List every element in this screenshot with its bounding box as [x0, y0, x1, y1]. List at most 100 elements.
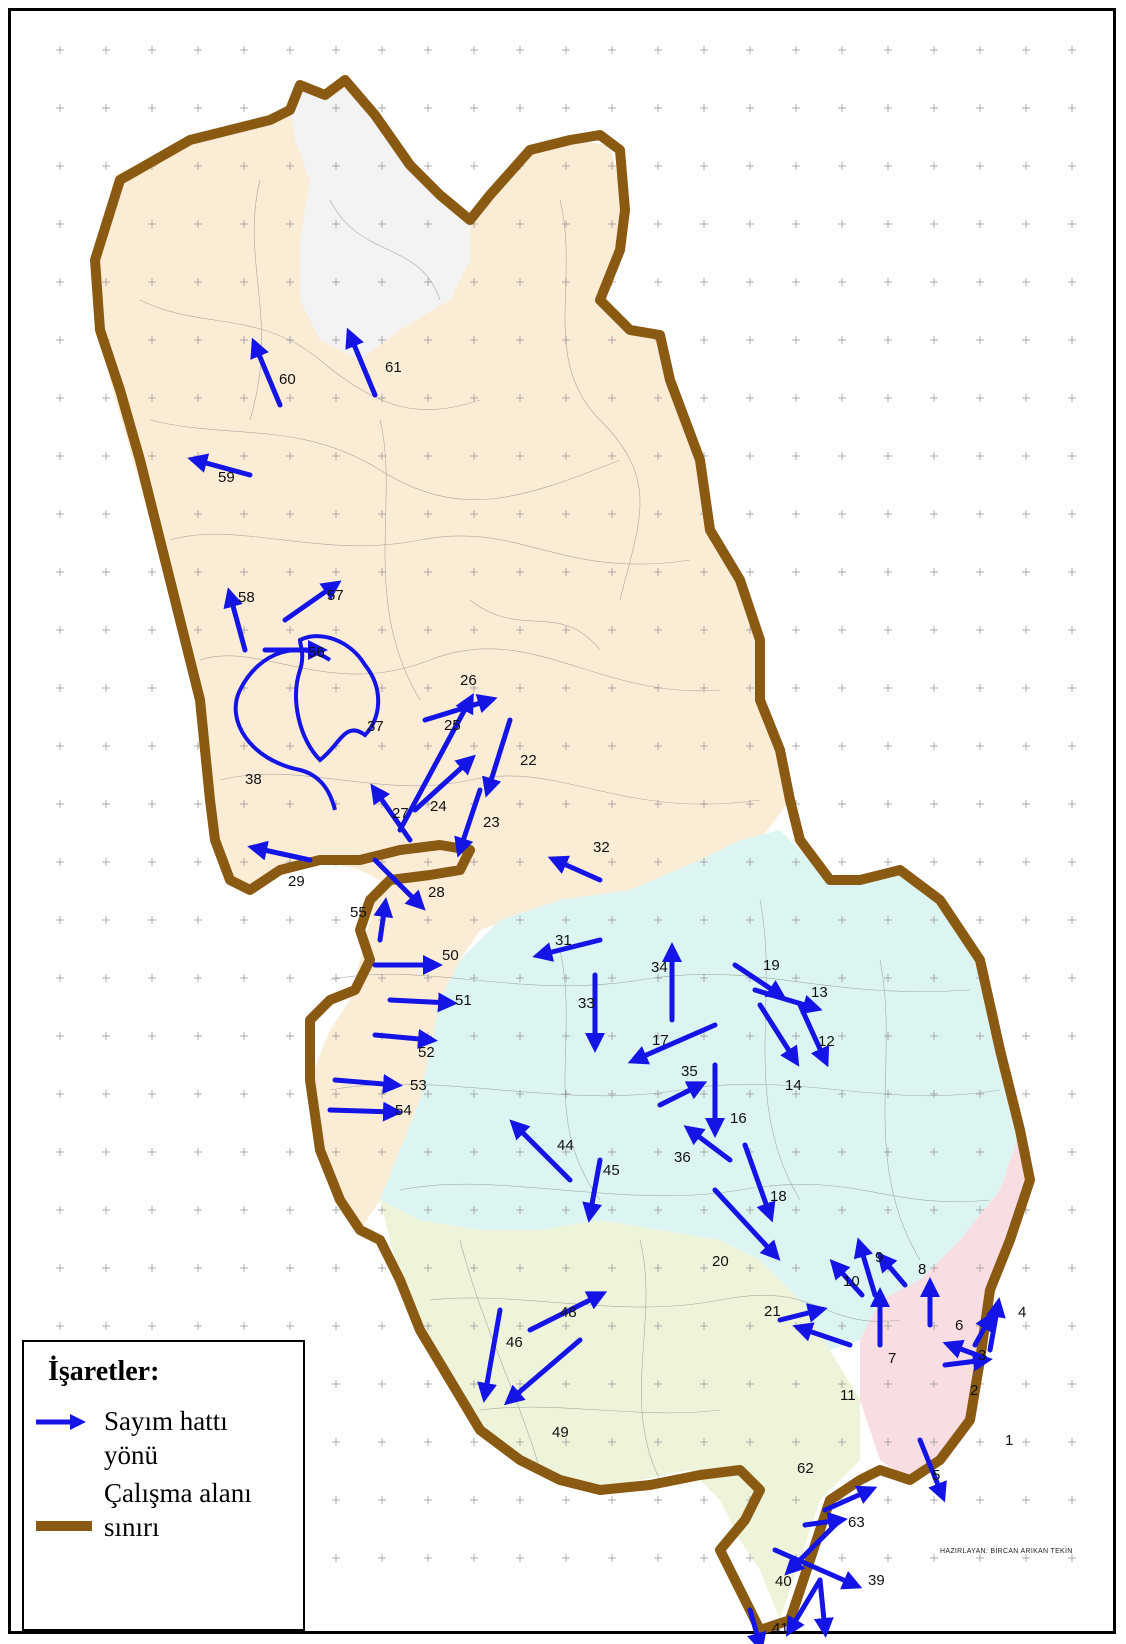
transect-loop-38	[233, 648, 337, 811]
transect-label: 37	[367, 718, 384, 735]
transect-label: 51	[455, 992, 472, 1009]
transect-arrow	[187, 453, 253, 478]
transect-arrow	[627, 1022, 718, 1065]
transect-label: 23	[483, 814, 500, 831]
transect-label: 22	[520, 752, 537, 769]
transect-arrow	[829, 1259, 865, 1298]
transect-label: 35	[681, 1063, 698, 1080]
transect-label: 19	[763, 957, 780, 974]
transect-arrow	[422, 693, 498, 723]
legend-label-transect-line1: Sayım hattı	[104, 1406, 228, 1436]
transect-label: 36	[674, 1149, 691, 1166]
transect-label: 29	[288, 873, 305, 890]
transect-arrow	[373, 897, 394, 943]
transect-label: 53	[410, 1077, 427, 1094]
transect-label: 8	[918, 1261, 926, 1278]
transect-arrow	[345, 327, 378, 398]
transect-arrow	[986, 1297, 1006, 1353]
zone-pink	[860, 1130, 1030, 1480]
transect-arrow	[223, 587, 248, 653]
transect-arrow	[657, 1081, 708, 1108]
author-credit: HAZIRLAYAN: BİRCAN ARIKAN TEKİN	[940, 1548, 1073, 1555]
transect-label: 49	[552, 1424, 569, 1441]
transect-arrow	[372, 857, 426, 911]
transect-arrow	[942, 1339, 988, 1361]
transect-arrow	[683, 1125, 733, 1163]
transect-label: 17	[652, 1032, 669, 1049]
transect-arrow	[972, 1311, 994, 1348]
transect-label: 24	[430, 798, 447, 815]
transect-label: 50	[442, 947, 459, 964]
transect-arrow	[370, 783, 413, 843]
transect-arrow	[532, 937, 603, 962]
transect-arrow	[742, 1142, 776, 1223]
transect-arrow	[802, 1511, 848, 1532]
transect-label: 56	[308, 644, 325, 661]
transect-arrow	[876, 1251, 908, 1288]
transect-arrow	[917, 1437, 947, 1503]
transect-arrow	[942, 1351, 993, 1372]
transect-arrow	[777, 1303, 828, 1323]
transect-label: 48	[560, 1304, 577, 1321]
blue-arrow-icon	[36, 1414, 86, 1430]
transect-arrow	[853, 1237, 878, 1298]
transect-arrow	[332, 1074, 403, 1094]
transect-label: 26	[460, 672, 477, 689]
transect-label: 62	[797, 1460, 814, 1477]
transect-label: 6	[955, 1317, 963, 1334]
transect-label: 9	[875, 1249, 883, 1266]
transect-label: 21	[764, 1303, 781, 1320]
transect-arrow	[792, 1322, 853, 1348]
zone-lightgreen	[380, 1200, 860, 1620]
transect-arrow	[509, 1119, 573, 1183]
transect-label: 44	[557, 1137, 574, 1154]
legend-label-boundary-line2: sınırı	[104, 1512, 160, 1542]
transect-label: 63	[848, 1514, 865, 1531]
transect-label: 40	[775, 1573, 792, 1590]
transect-arrow	[250, 337, 283, 408]
transect-arrow	[712, 1187, 781, 1261]
legend-label-transect-line2: yönü	[104, 1440, 158, 1470]
zone-north-white	[290, 80, 470, 360]
transect-label: 59	[218, 469, 235, 486]
transect-arrow	[785, 1577, 823, 1637]
transect-arrow	[247, 840, 313, 863]
transect-label: 32	[593, 839, 610, 856]
parcel-lines	[139, 179, 1001, 1481]
transect-label: 54	[395, 1102, 412, 1119]
transect-label: 14	[785, 1077, 802, 1094]
transect-label: 33	[578, 995, 595, 1012]
transect-label: 27	[392, 805, 409, 822]
transect-label: 11	[840, 1387, 856, 1404]
transect-labels: 1234567891011121314161718192021222324252…	[218, 359, 1026, 1637]
transect-label: 4	[1018, 1304, 1026, 1321]
brown-line-icon	[36, 1521, 92, 1531]
transect-label: 46	[506, 1334, 523, 1351]
transect-arrow	[454, 787, 483, 858]
transect-label: 52	[418, 1044, 435, 1061]
legend-box: İşaretler: Sayım hattı yönü Çalışma alan…	[22, 1340, 305, 1631]
transect-arrow	[547, 855, 603, 883]
transect-label: 41	[772, 1620, 789, 1637]
transect-arrow	[397, 692, 474, 833]
transect-arrow	[477, 1307, 503, 1403]
transect-label: 16	[730, 1110, 747, 1127]
transect-label: 28	[428, 884, 445, 901]
transect-arrow	[527, 1291, 608, 1333]
transect-label: 55	[350, 904, 367, 921]
transect-label: 25	[444, 717, 461, 734]
transect-label: 12	[818, 1033, 835, 1050]
transect-label: 38	[245, 771, 262, 788]
zone-tan	[95, 80, 790, 1230]
transect-label: 3	[978, 1347, 986, 1364]
transect-label: 1	[1005, 1432, 1013, 1449]
transect-label: 18	[770, 1188, 787, 1205]
transect-arrow	[282, 580, 342, 623]
transect-arrow	[372, 1028, 438, 1049]
transect-arrow	[327, 1101, 403, 1122]
transect-label: 31	[555, 932, 572, 949]
transect-label: 7	[888, 1350, 896, 1367]
legend-label-boundary-line1: Çalışma alanı	[104, 1478, 252, 1508]
transect-arrow	[813, 1577, 834, 1638]
